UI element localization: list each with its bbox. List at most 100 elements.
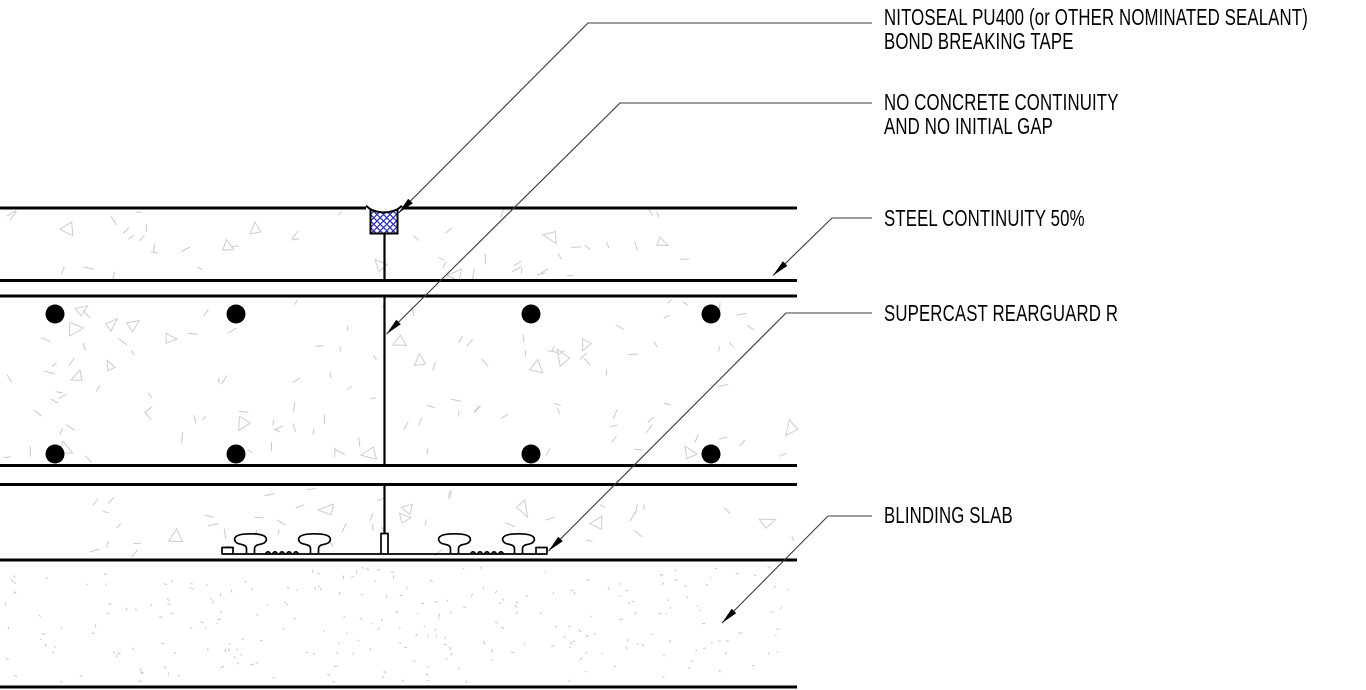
stipple-dash [83,266,95,270]
stipple-dash [523,642,526,645]
stipple-dash [106,612,110,615]
stipple-dash [463,606,467,609]
stipple-dash [466,338,474,348]
stipple-dash [58,393,68,399]
stipple-triangle [374,258,389,273]
stipple-dash [210,597,213,600]
stipple-dash [490,648,494,653]
concrete-stipple-texture [3,208,799,684]
stipple-dash [663,315,670,319]
stipple-dash [33,409,42,417]
rebar-dot [45,304,65,324]
stipple-dash [551,346,555,352]
stipple-dash [699,609,702,612]
stipple-dash [398,627,401,629]
stipple-dash [84,455,92,463]
stipple-dash [173,652,177,654]
stipple-dash [108,603,112,606]
rebar-dot [521,444,541,464]
stipple-dash [166,598,170,602]
stipple-dash [791,535,795,542]
stipple-dash [272,420,275,426]
stipple-triangle [582,337,593,352]
stipple-dash [6,210,17,217]
stipple-dash [445,657,448,660]
stipple-dash [241,638,245,640]
stipple-dash [293,402,296,412]
stipple-dash [105,583,107,586]
stipple-dash [481,358,489,367]
stipple-dash [584,244,591,250]
stipple-dash [370,397,377,399]
stipple-dash [106,541,109,548]
stipple-dash [112,651,115,654]
stipple-dash [445,227,452,234]
stipple-dash [341,523,347,533]
rebar-bars [45,304,721,464]
stipple-dash [352,653,355,656]
stipple-dash [350,575,354,578]
stipple-dash [247,449,253,453]
leader-arrowhead [722,608,737,623]
stipple-dash [500,626,505,630]
stipple-triangle [238,415,252,432]
stipple-dash [403,421,409,431]
stipple-dash [473,405,480,413]
stipple-dash [513,260,522,267]
stipple-dash [335,651,339,654]
stipple-dash [358,437,361,448]
stipple-dash [514,604,518,608]
stipple-triangle [556,347,571,367]
stipple-dash [60,266,65,275]
stipple-dash [641,644,645,647]
stipple-dash [545,516,556,521]
stipple-dash [196,266,203,270]
stipple-dash [717,383,729,388]
stipple-dash [545,448,551,457]
stipple-dash [718,436,728,440]
stipple-dash [251,587,254,591]
stipple-dash [181,432,184,444]
stipple-dash [579,657,583,661]
stipple-dash [134,608,138,611]
stipple-dash [327,673,331,676]
stipple-dash [449,652,453,656]
stipple-dash [150,603,152,607]
stipple-dash [776,650,779,653]
stipple-dash [306,487,316,491]
stipple-dash [662,675,665,678]
stipple-triangle [758,518,777,529]
stipple-dash [291,238,300,241]
stipple-dash [426,405,436,409]
stipple-dash [739,439,746,447]
leader-arrowhead [398,198,413,213]
stipple-dash [599,504,606,509]
stipple-dash [718,670,722,673]
stipple-dash [624,589,629,592]
rebar-dot [45,444,65,464]
stipple-dash [170,612,174,615]
stipple-triangle [74,305,89,317]
stipple-dash [233,655,236,659]
stipple-dash [55,391,63,394]
stipple-dash [220,375,228,385]
stipple-triangle [528,358,544,374]
stipple-dash [605,242,610,249]
stipple-dash [569,646,571,649]
stipple-dash [125,607,128,611]
stipple-dash [203,308,209,316]
stipple-dash [395,610,399,614]
stipple-dash [776,628,780,630]
stipple-dash [738,632,743,634]
stipple-dash [202,415,206,421]
stipple-dash [753,574,757,577]
stipple-dash [540,268,549,274]
rebar-dot [226,444,246,464]
stipple-dash [68,357,75,367]
stipple-dash [128,235,134,240]
stipple-dash [618,618,623,621]
stipple-dash [3,456,12,459]
stipple-dash [426,448,429,455]
stipple-dash [701,622,706,625]
